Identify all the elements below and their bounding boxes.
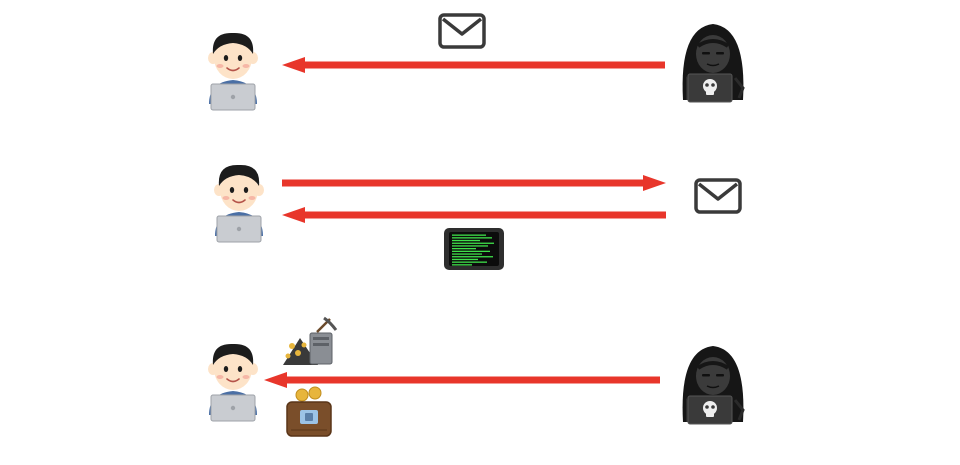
envelope-icon bbox=[438, 13, 486, 49]
arrow-left bbox=[282, 207, 666, 223]
terminal-code-line bbox=[452, 256, 493, 258]
row-2 bbox=[213, 164, 742, 270]
terminal-code-line bbox=[452, 264, 472, 266]
terminal-code-line bbox=[452, 261, 487, 263]
terminal-screen-icon bbox=[444, 228, 504, 270]
row-3 bbox=[207, 316, 746, 437]
terminal-code-lines bbox=[452, 234, 494, 266]
terminal-code-line bbox=[452, 258, 478, 261]
user-with-laptop-icon bbox=[207, 32, 259, 111]
user-with-laptop-icon bbox=[213, 164, 265, 243]
arrow-right bbox=[282, 175, 666, 191]
wallet-coins-icon bbox=[286, 386, 332, 437]
terminal-code-line bbox=[452, 250, 490, 252]
terminal-code-line bbox=[452, 242, 494, 244]
arrow-left bbox=[264, 372, 660, 388]
terminal-code-line bbox=[452, 248, 476, 250]
terminal-code-line bbox=[452, 253, 482, 255]
arrow-left bbox=[282, 57, 665, 73]
crypto-mining-icon bbox=[283, 316, 338, 365]
hacker-icon bbox=[680, 22, 746, 104]
terminal-code-line bbox=[452, 234, 486, 236]
terminal-code-line bbox=[452, 245, 488, 247]
user-with-laptop-icon bbox=[207, 343, 259, 422]
row-1 bbox=[207, 13, 746, 111]
envelope-icon bbox=[694, 178, 742, 214]
hacker-icon bbox=[680, 344, 746, 426]
terminal-code-line bbox=[452, 239, 480, 242]
terminal-code-line bbox=[452, 237, 492, 239]
